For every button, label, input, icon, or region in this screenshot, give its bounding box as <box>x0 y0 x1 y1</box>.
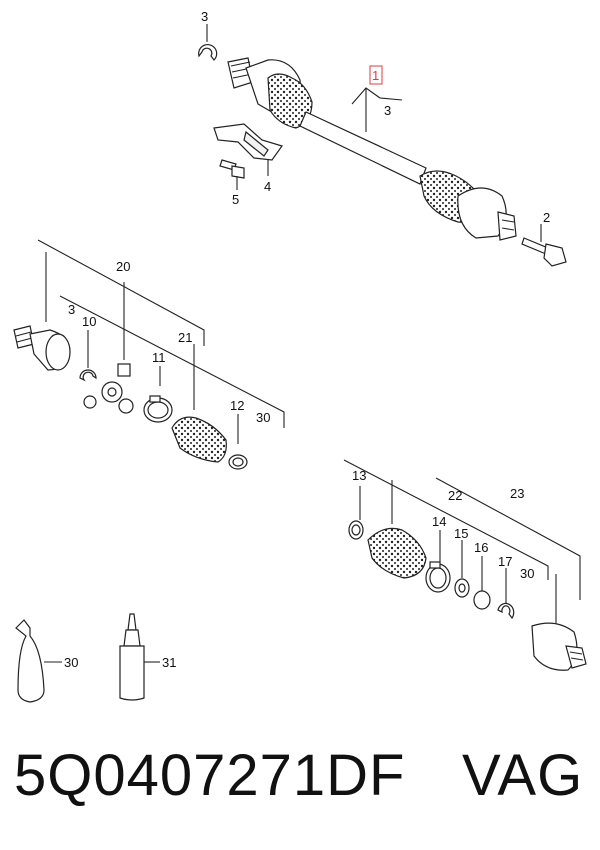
label-thrust-washer: 16 <box>474 540 488 555</box>
label-inner-boot-kit: 21 <box>178 330 192 345</box>
outer-clamp-small-part <box>348 520 364 540</box>
label-inner-group: 20 <box>116 259 130 274</box>
label-inner-sub-circlip: 3 <box>68 302 75 317</box>
outer-circlip-part <box>497 602 515 620</box>
inner-housing-part <box>13 325 71 371</box>
inner-clamp-small-part <box>228 454 248 470</box>
tripod-part <box>83 363 134 414</box>
inner-circlip-part <box>79 369 97 382</box>
footer: 5Q0407271DF VAG <box>0 742 600 832</box>
label-outer-boot-kit: 22 <box>448 488 462 503</box>
exploded-parts-diagram: 3 1 3 4 5 2 <box>13 9 587 703</box>
outer-joint-part <box>457 187 517 241</box>
inner-joint-group <box>13 239 285 470</box>
inner-clamp-large-part <box>143 395 173 423</box>
shield-bolt-part <box>219 159 245 179</box>
drive-shaft-assembly <box>198 24 567 267</box>
label-outer-group: 23 <box>510 486 524 501</box>
grease-tube-part <box>15 619 62 703</box>
label-outer-clamp-large: 14 <box>432 514 446 529</box>
outer-kit-boot-part <box>367 527 427 579</box>
sealant-bottle-part <box>119 613 160 701</box>
outer-cv-joint-part <box>531 622 587 671</box>
selected-part-highlight[interactable] <box>369 65 383 85</box>
label-hub-bolt: 2 <box>543 210 550 225</box>
label-shield-bolt: 5 <box>232 192 239 207</box>
dished-washer-part <box>454 578 470 598</box>
label-inner-clamp-small: 12 <box>230 398 244 413</box>
label-outer-clamp-small: 13 <box>352 468 366 483</box>
outer-clamp-large-part <box>425 561 451 593</box>
label-shaft-set[interactable]: 1 <box>372 68 379 83</box>
label-grease-tube: 30 <box>64 655 78 670</box>
label-outer-circlip: 17 <box>498 554 512 569</box>
shaft-part <box>299 111 427 185</box>
label-sealant-bottle: 31 <box>162 655 176 670</box>
label-inner-circlip: 10 <box>82 314 96 329</box>
thrust-washer-part <box>473 590 491 610</box>
label-shaft-set-circlip: 3 <box>384 103 391 118</box>
label-inner-clamp-large: 11 <box>152 350 166 365</box>
brand-text: VAG <box>462 743 584 808</box>
hub-bolt-part <box>521 237 567 267</box>
label-inner-grease: 30 <box>256 410 270 425</box>
heat-shield-part <box>213 123 283 161</box>
inner-kit-boot-part <box>171 416 227 463</box>
label-outer-grease: 30 <box>520 566 534 581</box>
outer-joint-group <box>343 459 587 671</box>
inner-boot-part <box>267 73 313 129</box>
label-top-circlip: 3 <box>201 9 208 24</box>
part-number-text: 5Q0407271DF <box>14 743 406 808</box>
label-heat-shield: 4 <box>264 179 271 194</box>
label-dished-washer: 15 <box>454 526 468 541</box>
top-circlip-part <box>198 44 218 61</box>
